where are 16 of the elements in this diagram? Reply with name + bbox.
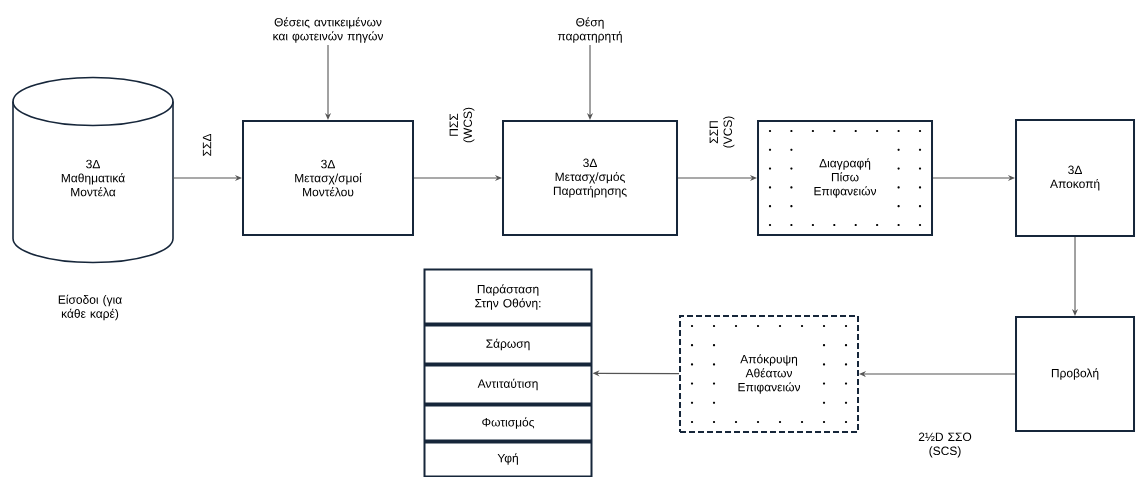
- input-text: Θέσεις αντικειμένων και φωτεινών πηγών: [273, 17, 383, 43]
- edge-label: ΠΣΣ (WCS): [448, 103, 476, 147]
- stacked-list-box: Παράσταση Στην Οθόνη: Σάρωση Αντιταύτιση Φωτισμός Υφή: [423, 268, 593, 477]
- database-cylinder: 3Δ Μαθηματικά Μοντέλα: [12, 76, 174, 264]
- process-box: Απόκρυψη Αθέατων Επιφανειών: [679, 315, 859, 433]
- edge-label: ΣΣΠ (VCS): [708, 110, 736, 154]
- process-box: 3Δ Μετασχ/σμοί Μοντέλου: [242, 120, 414, 236]
- process-box: 3Δ Μετασχ/σμός Παρατήρησης: [502, 120, 678, 236]
- node-label: 3Δ Μαθηματικά Μοντέλα: [61, 159, 125, 197]
- input-text: Θέση παρατηρητή: [557, 17, 622, 43]
- edge-label: 2½D ΣΣΟ (SCS): [909, 431, 981, 459]
- process-box: Προβολή: [1015, 316, 1135, 432]
- edge-label: ΣΣΔ: [201, 124, 213, 166]
- process-box: Διαγραφή Πίσω Επιφανειών: [757, 120, 933, 236]
- process-box: 3Δ Αποκοπή: [1015, 119, 1135, 237]
- node-label: Είσοδοι (για κάθε καρέ): [58, 294, 122, 321]
